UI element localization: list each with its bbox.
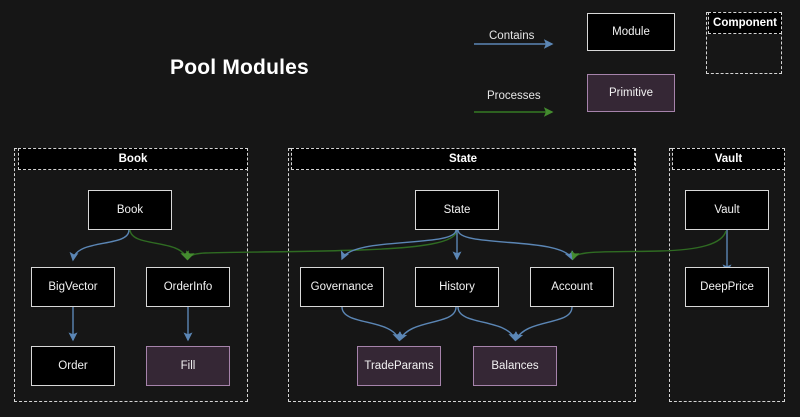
node-deepprice[interactable]: DeepPrice <box>685 267 769 307</box>
node-book-label: Book <box>116 204 144 216</box>
group-vault-title: Vault <box>672 148 785 170</box>
node-history[interactable]: History <box>415 267 499 307</box>
legend-module-label: Module <box>612 26 650 38</box>
node-orderinfo[interactable]: OrderInfo <box>146 267 230 307</box>
legend-processes-label: Processes <box>487 90 541 102</box>
node-bigvector-label: BigVector <box>48 281 98 293</box>
group-state-label: State <box>448 153 478 165</box>
group-book-title: Book <box>18 148 248 170</box>
node-state[interactable]: State <box>415 190 499 230</box>
node-account[interactable]: Account <box>530 267 614 307</box>
legend-component-title: Component <box>708 12 782 34</box>
legend-component-label: Component <box>713 17 777 29</box>
legend-module-box: Module <box>587 13 675 51</box>
node-fill-label: Fill <box>180 360 196 372</box>
group-vault-label: Vault <box>714 153 743 165</box>
node-governance[interactable]: Governance <box>300 267 384 307</box>
legend-primitive-label: Primitive <box>608 87 654 99</box>
node-vault-label: Vault <box>714 204 740 216</box>
node-order-label: Order <box>58 360 88 372</box>
node-balances[interactable]: Balances <box>473 346 557 386</box>
legend-contains-label: Contains <box>489 30 535 42</box>
node-order[interactable]: Order <box>31 346 115 386</box>
node-tradeparams-label: TradeParams <box>364 360 434 372</box>
node-fill[interactable]: Fill <box>146 346 230 386</box>
group-state-title: State <box>291 148 635 170</box>
node-state-label: State <box>443 204 471 216</box>
legend-primitive-box: Primitive <box>587 74 675 112</box>
node-balances-label: Balances <box>491 360 539 372</box>
node-book[interactable]: Book <box>88 190 172 230</box>
node-orderinfo-label: OrderInfo <box>163 281 213 293</box>
node-deepprice-label: DeepPrice <box>700 281 754 293</box>
node-account-label: Account <box>551 281 593 293</box>
node-tradeparams[interactable]: TradeParams <box>357 346 441 386</box>
node-vault[interactable]: Vault <box>685 190 769 230</box>
node-governance-label: Governance <box>310 281 374 293</box>
node-bigvector[interactable]: BigVector <box>31 267 115 307</box>
group-book-label: Book <box>118 153 148 165</box>
page-title: Pool Modules <box>170 56 309 79</box>
node-history-label: History <box>439 281 475 293</box>
